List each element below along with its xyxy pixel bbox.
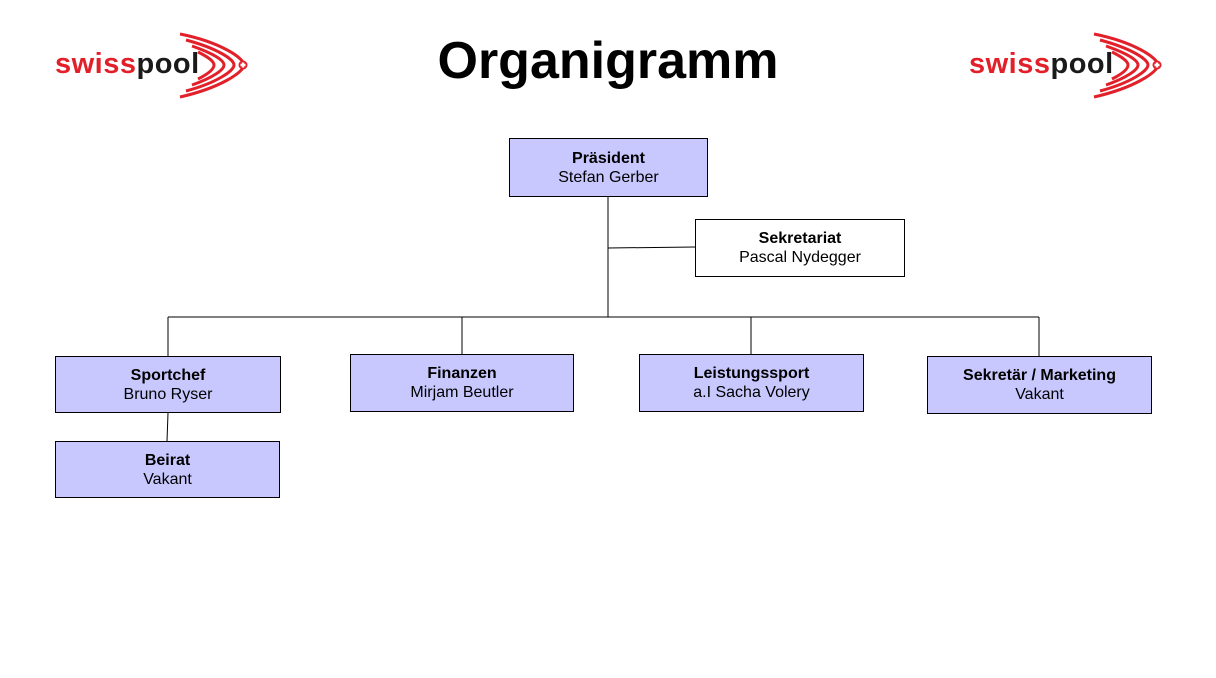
beirat-name: Vakant	[143, 470, 192, 488]
swisspool-logo-left: swisspool	[52, 28, 252, 100]
logo-text-pool: pool	[136, 48, 200, 80]
swisspool-logo-right: swisspool	[966, 28, 1166, 100]
secretariat-role: Sekretariat	[758, 230, 842, 247]
connector-beirat	[166, 412, 169, 442]
leistungssport-name: a.I Sacha Volery	[693, 384, 810, 401]
org-box-finanzen: Finanzen Mirjam Beutler	[350, 354, 574, 412]
page-title: Organigramm	[437, 32, 779, 90]
logo-wordmark: swisspool	[969, 46, 1114, 82]
org-box-secretariat: Sekretariat Pascal Nydegger	[695, 219, 905, 277]
leistungssport-role: Leistungssport	[693, 365, 810, 382]
connector-secretariat	[607, 246, 696, 249]
org-box-president: Präsident Stefan Gerber	[509, 138, 708, 197]
swoosh-arcs-icon	[179, 32, 248, 99]
org-box-marketing: Sekretär / Marketing Vakant	[927, 356, 1152, 414]
beirat-role: Beirat	[144, 451, 191, 469]
org-box-beirat: Beirat Vakant	[55, 441, 280, 498]
org-box-leistungssport: Leistungssport a.I Sacha Volery	[639, 354, 864, 412]
marketing-role: Sekretär / Marketing	[963, 367, 1116, 384]
finanzen-name: Mirjam Beutler	[410, 384, 514, 401]
logo-wordmark: swisspool	[55, 46, 200, 82]
marketing-name: Vakant	[1015, 386, 1064, 403]
sportchef-role: Sportchef	[130, 366, 206, 384]
logo-text-pool: pool	[1050, 48, 1114, 80]
swoosh-arcs-icon	[1093, 32, 1162, 99]
finanzen-role: Finanzen	[427, 365, 497, 382]
president-role: Präsident	[572, 149, 645, 167]
logo-text-swiss: swiss	[969, 48, 1051, 80]
logo-text-swiss: swiss	[55, 48, 137, 80]
president-name: Stefan Gerber	[558, 168, 659, 186]
sportchef-name: Bruno Ryser	[123, 385, 213, 403]
org-box-sportchef: Sportchef Bruno Ryser	[55, 356, 281, 413]
secretariat-name: Pascal Nydegger	[739, 249, 861, 266]
